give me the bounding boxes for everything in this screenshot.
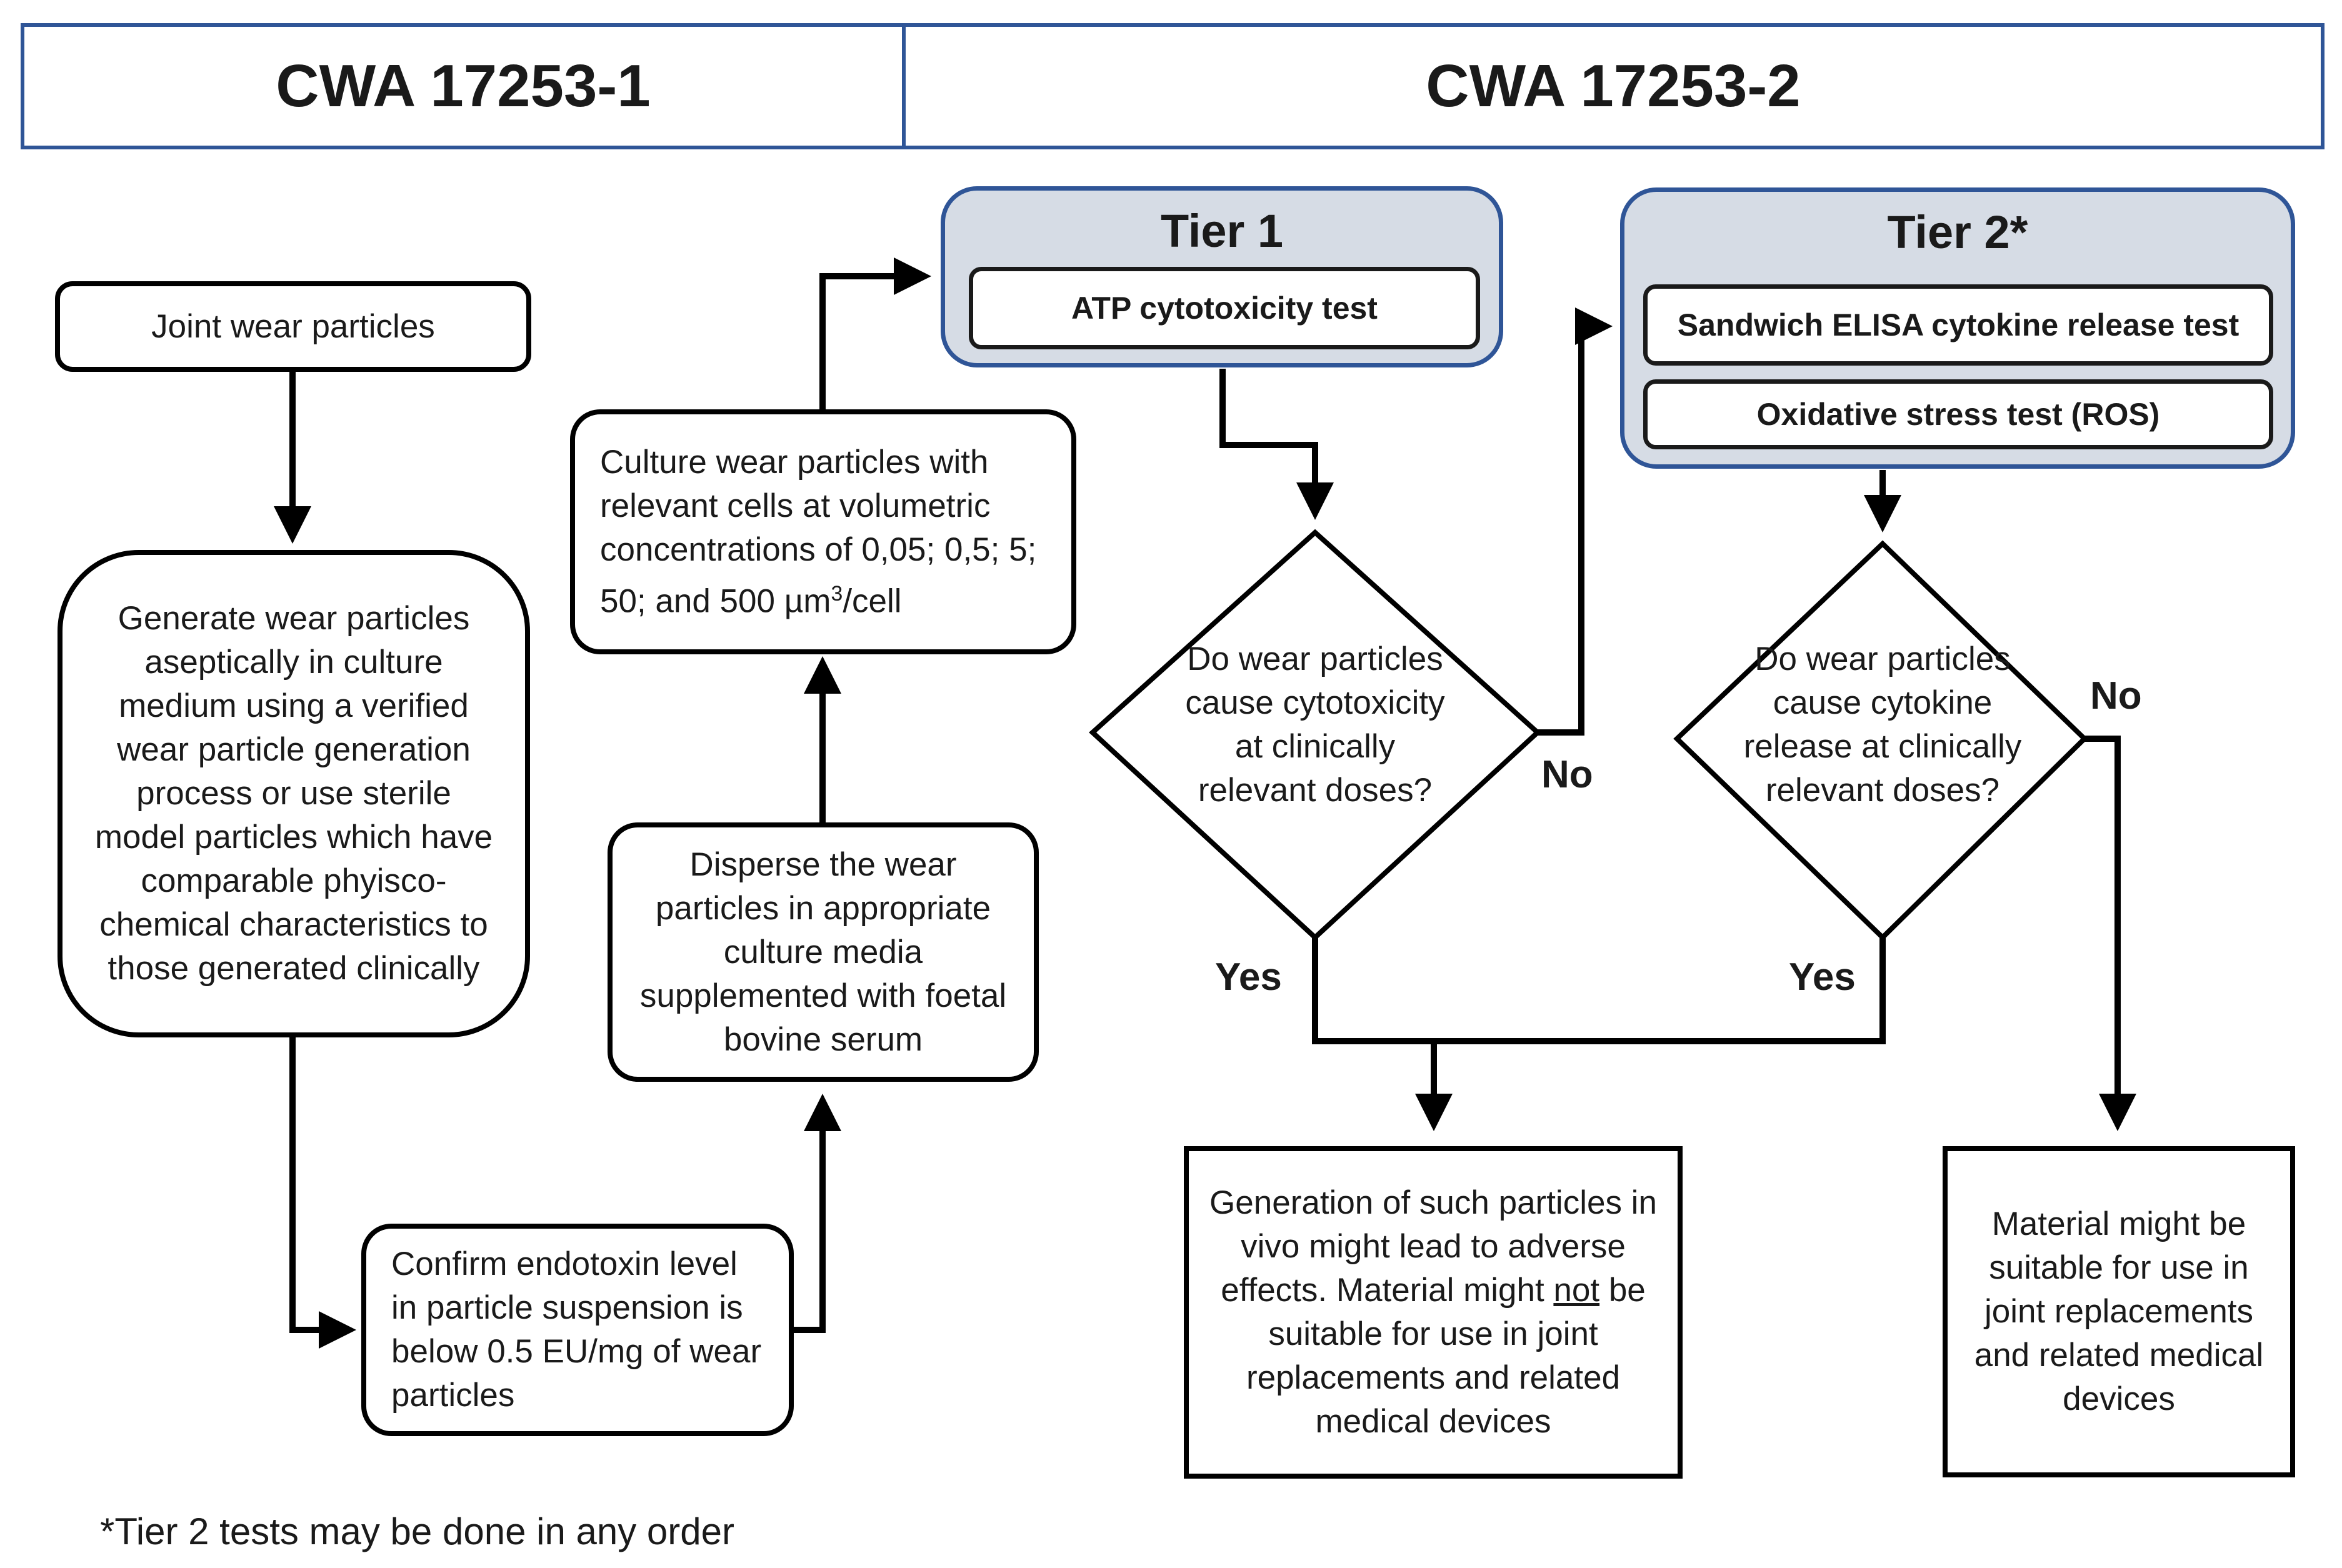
- outcome-suitable-text: Material might be suitable for use in jo…: [1974, 1206, 2264, 1417]
- label-yes-cytotoxicity: Yes: [1215, 956, 1282, 999]
- node-joint-wear-particles-text: Joint wear particles: [151, 307, 435, 345]
- footnote: *Tier 2 tests may be done in any order: [100, 1511, 734, 1552]
- node-joint-wear-particles: Joint wear particles: [55, 281, 531, 372]
- node-generate-particles-text: Generate wear particles aseptically in c…: [94, 600, 493, 987]
- arrow-no-to-suitable: [2084, 736, 2136, 1131]
- culture-text-superscript: 3: [831, 581, 843, 606]
- tier1-title: Tier 1: [1160, 205, 1284, 257]
- tier1-panel: Tier 1 ATP cytotoxicity test: [941, 186, 1503, 367]
- arrow-culture-to-tier1: [819, 257, 931, 409]
- outcome-adverse-text-emphasis: not: [1553, 1272, 1600, 1309]
- connector-yes-merge: [1312, 937, 1886, 1044]
- outcome-adverse-effects: Generation of such particles in vivo mig…: [1184, 1146, 1683, 1479]
- node-disperse-particles-text: Disperse the wear particles in appropria…: [639, 846, 1007, 1058]
- label-yes-cytokine: Yes: [1789, 956, 1856, 999]
- tier2-title: Tier 2*: [1887, 206, 2028, 258]
- outcome-adverse-text-post: be suitable for use in joint replacement…: [1246, 1272, 1646, 1440]
- arrow-no-to-tier2: [1538, 307, 1613, 736]
- tier2-test-sandwich-elisa: Sandwich ELISA cytokine release test: [1643, 284, 2273, 366]
- node-disperse-particles: Disperse the wear particles in appropria…: [608, 822, 1039, 1082]
- header-cwa-17253-1: CWA 17253-1: [276, 52, 651, 119]
- header-frame: [21, 23, 2324, 149]
- label-no-cytokine: No: [2090, 674, 2142, 717]
- arrow-confirm-to-disperse: [794, 1094, 841, 1333]
- header-cwa-17253-2: CWA 17253-2: [1426, 52, 1801, 119]
- node-culture-particles: Culture wear particles with relevant cel…: [570, 409, 1076, 654]
- outcome-suitable: Material might be suitable for use in jo…: [1943, 1146, 2295, 1477]
- culture-text-suffix: /cell: [843, 582, 902, 620]
- outcome-adverse-effects-text: Generation of such particles in vivo mig…: [1208, 1181, 1659, 1444]
- arrow-generate-to-confirm: [289, 1037, 356, 1349]
- label-no-cytotoxicity: No: [1541, 753, 1593, 796]
- node-generate-particles: Generate wear particles aseptically in c…: [58, 550, 530, 1037]
- node-culture-particles-text: Culture wear particles with relevant cel…: [600, 441, 1046, 624]
- node-confirm-endotoxin-text: Confirm endotoxin level in particle susp…: [391, 1246, 762, 1414]
- decision-cytotoxicity-text: Do wear particles cause cytotoxicity at …: [1185, 641, 1445, 809]
- arrow-tier1-to-decision: [1219, 369, 1334, 520]
- node-confirm-endotoxin: Confirm endotoxin level in particle susp…: [361, 1224, 794, 1436]
- outcome-adverse-text-pre: Generation of such particles in vivo mig…: [1209, 1184, 1657, 1309]
- tier1-test-atp-cytotoxicity: ATP cytotoxicity test: [969, 267, 1480, 349]
- culture-text-main: Culture wear particles with relevant cel…: [600, 443, 1037, 620]
- tier2-test-oxidative-stress: Oxidative stress test (ROS): [1643, 379, 2273, 449]
- decision-cytokine-text: Do wear particles cause cytokine release…: [1743, 641, 2022, 809]
- tier2-panel: Tier 2* Sandwich ELISA cytokine release …: [1620, 187, 2295, 469]
